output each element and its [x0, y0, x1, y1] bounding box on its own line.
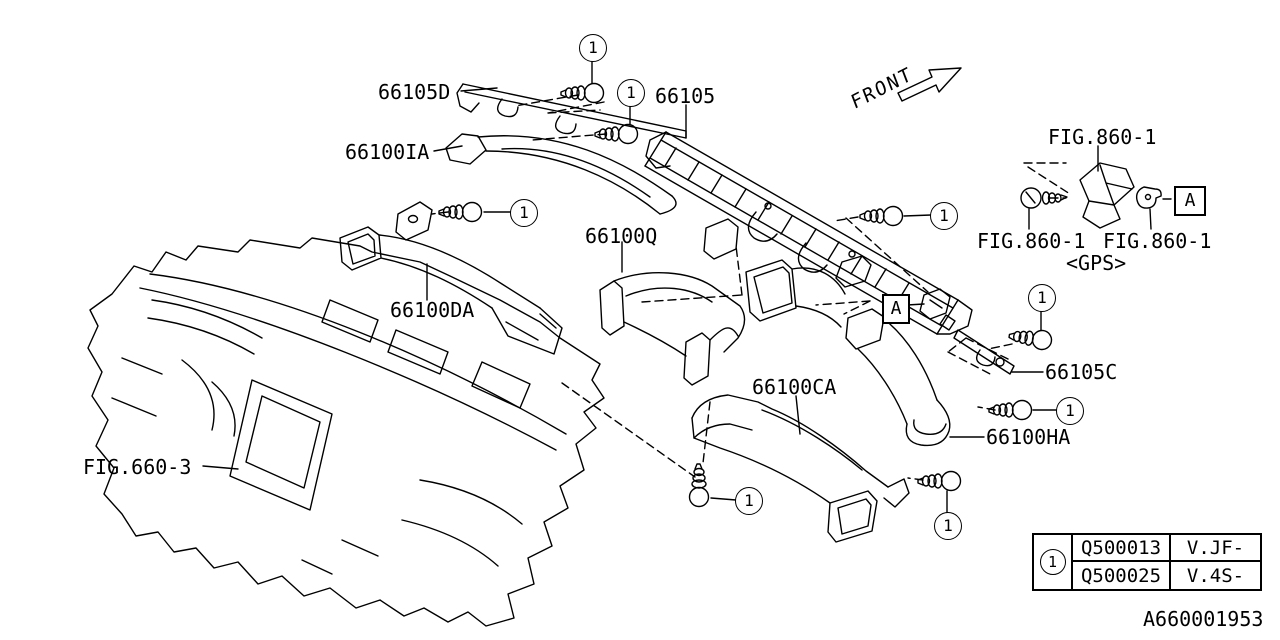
legend-applicability-1: V.JF- — [1171, 535, 1260, 562]
beam-66105-art — [644, 131, 973, 335]
label-66105C: 66105C — [1045, 360, 1118, 384]
section-marker-a-mid: A — [882, 294, 910, 324]
legend-applicability-2: V.4S- — [1186, 564, 1245, 587]
label-66100HA: 66100HA — [986, 425, 1071, 449]
callout-1-e: 1 — [1028, 284, 1056, 312]
legend-table: 1 Q500013 V.JF- Q500025 V.4S- — [1032, 533, 1262, 591]
leader-lines — [202, 59, 1152, 514]
label-66100DA: 66100DA — [390, 298, 475, 322]
callout-1-c: 1 — [510, 199, 538, 227]
duct-66100Q-art — [599, 272, 746, 386]
legend-callout-circle: 1 — [1039, 549, 1066, 575]
screw-fasteners-art — [438, 82, 1054, 508]
label-gps-note: <GPS> — [1066, 251, 1127, 275]
label-fig-860-1-top: FIG.860-1 — [1048, 125, 1157, 149]
label-66105: 66105 — [655, 84, 716, 108]
duct-66100DA-art — [339, 201, 563, 355]
label-66100IA: 66100IA — [345, 140, 430, 164]
legend-callout-cell: 1 — [1034, 535, 1073, 589]
label-66105D: 66105D — [378, 80, 451, 104]
callout-1-g: 1 — [735, 487, 763, 515]
duct-66100CA-art — [691, 394, 910, 543]
gps-bracket-art — [1020, 162, 1162, 229]
duct-66100HA-art — [845, 308, 951, 447]
label-66100Q: 66100Q — [585, 224, 658, 248]
callout-1-b: 1 — [617, 79, 645, 107]
callout-1-f: 1 — [1056, 397, 1084, 425]
duct-66100IA-art — [445, 133, 677, 215]
label-66100CA: 66100CA — [752, 375, 837, 399]
callout-1-d: 1 — [930, 202, 958, 230]
callout-1-h: 1 — [934, 512, 962, 540]
callout-1-a: 1 — [579, 34, 607, 62]
label-fig-660-3: FIG.660-3 — [83, 455, 192, 479]
center-vent-art — [745, 259, 846, 328]
legend-part-no-1: Q500013 — [1073, 535, 1171, 562]
bracket-66105C-art — [953, 329, 1015, 375]
label-fig-860-1-left: FIG.860-1 — [977, 229, 1086, 253]
legend-part-no-2: Q500025 — [1073, 562, 1171, 589]
front-arrow-icon — [897, 67, 962, 102]
label-fig-860-1-right: FIG.860-1 — [1103, 229, 1212, 253]
instrument-panel-art — [87, 237, 605, 627]
diagram-number: A660001953 — [1143, 607, 1264, 631]
dashed-lines — [431, 94, 1173, 481]
section-marker-a-right: A — [1174, 186, 1206, 216]
